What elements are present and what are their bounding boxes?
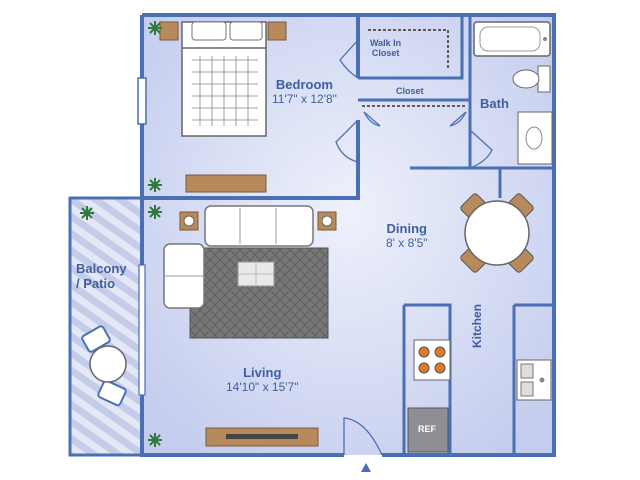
balcony-floor xyxy=(70,198,142,455)
bedroom-dims: 11'7" x 12'8" xyxy=(272,91,337,106)
stove-icon xyxy=(413,339,451,381)
plant-icon xyxy=(80,21,162,447)
balcony-door xyxy=(138,264,146,396)
living-label: Living 14'10" x 15'7" xyxy=(226,365,299,395)
walk-in-closet-rail xyxy=(368,29,449,70)
bedroom-window xyxy=(137,77,147,125)
bedroom-label: Bedroom 11'7" x 12'8" xyxy=(272,77,337,107)
patio-chair-icon xyxy=(81,325,127,407)
dining-table-icon xyxy=(460,193,534,273)
walk-in-closet-line1: Walk In xyxy=(370,38,402,48)
tv-console-icon xyxy=(205,427,319,447)
refrigerator-icon xyxy=(407,407,449,453)
sink-icon xyxy=(516,359,552,401)
bed-icon xyxy=(159,21,287,137)
dining-dims: 8' x 8'5" xyxy=(386,235,428,250)
walk-in-closet-label: Walk In Closet xyxy=(370,38,401,59)
bathtub-icon xyxy=(473,21,551,57)
walls xyxy=(68,13,556,457)
living-name: Living xyxy=(243,365,282,380)
kitchen-label: Kitchen xyxy=(470,303,484,348)
dining-label: Dining 8' x 8'5" xyxy=(386,221,428,251)
dresser-icon xyxy=(185,174,267,193)
bath-label: Bath xyxy=(480,96,509,111)
balcony-label: Balcony / Patio xyxy=(76,261,127,292)
walk-in-closet-line2: Closet xyxy=(371,48,400,59)
toilet-icon xyxy=(512,65,551,93)
bedroom-name: Bedroom xyxy=(275,77,333,92)
living-dims: 14'10" x 15'7" xyxy=(226,379,299,394)
balcony-line1: Balcony xyxy=(76,261,127,276)
closet-label: Closet xyxy=(396,86,424,96)
vanity-icon xyxy=(517,111,553,165)
door-swings xyxy=(335,39,493,456)
sofa-icon xyxy=(163,205,337,339)
entry-arrow-icon xyxy=(361,463,371,472)
ref-label: REF xyxy=(418,424,436,434)
dining-name: Dining xyxy=(386,221,427,236)
balcony-line2: / Patio xyxy=(76,275,116,291)
